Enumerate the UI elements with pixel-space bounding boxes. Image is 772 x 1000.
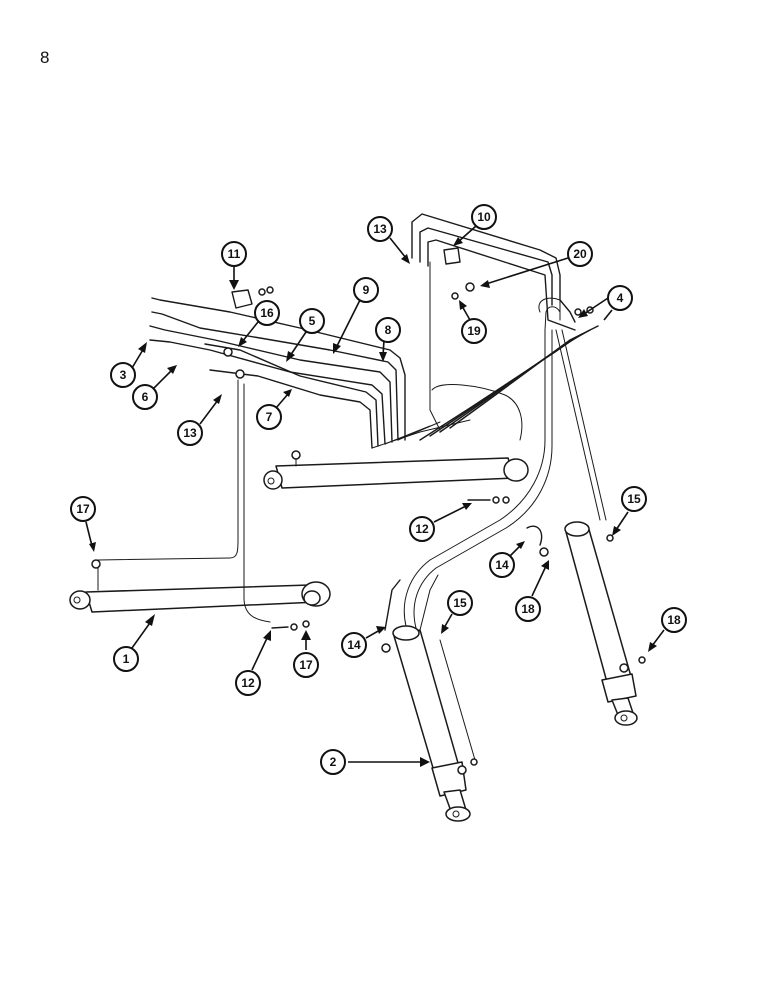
callout-13-upper: 13 [367,216,393,242]
callout-5: 5 [299,308,325,334]
callout-12-right: 12 [409,516,435,542]
fittings [223,247,646,664]
svg-text:12: 12 [415,522,429,536]
callout-17-upper: 17 [70,496,96,522]
svg-text:6: 6 [142,390,149,404]
callout-8: 8 [375,317,401,343]
callout-2: 2 [320,749,346,775]
callout-18-right: 18 [661,607,687,633]
callout-9: 9 [353,277,379,303]
callout-14-lower: 14 [341,632,367,658]
svg-text:13: 13 [373,222,387,236]
callout-15-right: 15 [621,486,647,512]
svg-text:12: 12 [241,676,255,690]
svg-text:20: 20 [573,247,587,261]
hydraulic-cylinder-left [69,379,331,623]
callout-15-lower: 15 [447,590,473,616]
callout-4: 4 [607,285,633,311]
svg-text:8: 8 [385,323,392,337]
callout-17-lower: 17 [293,652,319,678]
callout-13-lower: 13 [177,420,203,446]
svg-text:2: 2 [330,755,337,769]
callout-19: 19 [461,318,487,344]
callout-12-left: 12 [235,670,261,696]
svg-text:7: 7 [266,410,273,424]
tube-bundle-right [411,213,599,441]
svg-text:4: 4 [617,291,624,305]
svg-text:13: 13 [183,426,197,440]
svg-text:14: 14 [495,558,509,572]
svg-text:15: 15 [627,492,641,506]
svg-text:1: 1 [123,652,130,666]
callout-11: 11 [221,241,247,267]
callout-18-middle: 18 [515,596,541,622]
callout-10: 10 [471,204,497,230]
hydraulic-cylinder-right [538,297,638,726]
svg-text:16: 16 [260,306,274,320]
tube-bundle-left [149,297,471,449]
svg-text:11: 11 [228,247,241,261]
svg-text:19: 19 [467,324,481,338]
svg-text:17: 17 [76,502,90,516]
page-number: 8 [40,48,50,67]
svg-text:18: 18 [667,613,681,627]
svg-text:15: 15 [453,596,467,610]
svg-text:9: 9 [363,283,370,297]
svg-text:5: 5 [309,314,316,328]
callout-1: 1 [113,646,139,672]
callout-14-right: 14 [489,552,515,578]
callout-16: 16 [254,300,280,326]
svg-text:18: 18 [521,602,535,616]
svg-text:3: 3 [120,368,127,382]
svg-text:17: 17 [299,658,313,672]
callout-3: 3 [110,362,136,388]
callout-6: 6 [132,384,158,410]
callout-7: 7 [256,404,282,430]
hydraulic-cylinder-middle [263,450,529,490]
callout-20: 20 [567,241,593,267]
hydraulic-cylinder-lower [392,329,553,822]
leader-lines [85,225,665,767]
svg-text:14: 14 [347,638,361,652]
svg-text:10: 10 [477,210,491,224]
